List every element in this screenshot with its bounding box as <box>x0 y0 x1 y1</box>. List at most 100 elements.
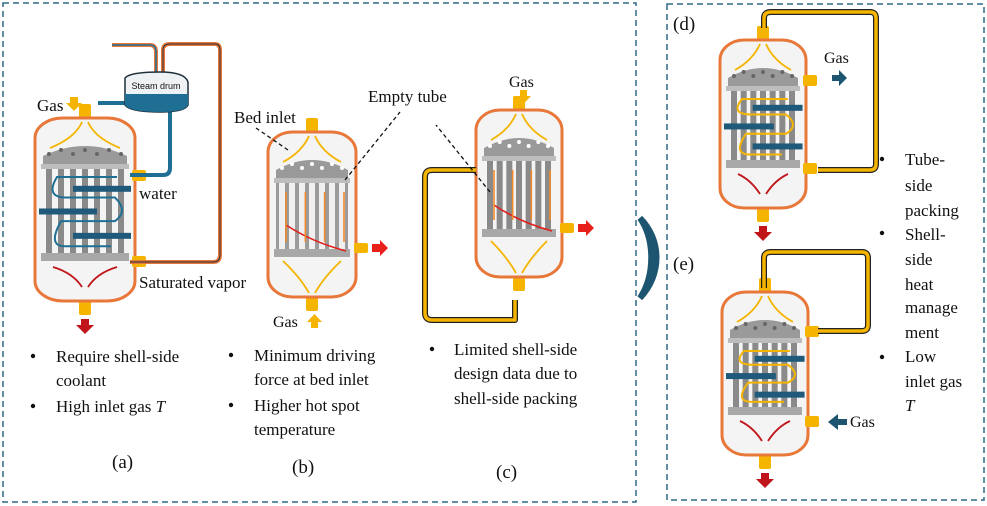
bullet-text: Minimum driving <box>254 346 376 365</box>
bullet-dot <box>879 230 885 236</box>
packing-dot <box>83 148 87 152</box>
caption-c: (c) <box>496 462 517 483</box>
bullets-b: Minimum driving force at bed inlet Highe… <box>228 346 376 439</box>
packing-dot <box>761 70 765 74</box>
bullet-text: force at bed inlet <box>254 370 369 389</box>
bottom-tubesheet <box>482 229 556 237</box>
top-tubesheet <box>274 178 350 183</box>
tube <box>299 183 305 249</box>
empty-tube-pointer-b <box>344 111 401 181</box>
packing-dot <box>95 152 99 156</box>
steam-drum: Steam drum <box>98 42 222 264</box>
saturated-vapor-label: Saturated vapor <box>139 273 246 292</box>
bullet-text: packing <box>905 201 959 220</box>
bullet-text: heat <box>905 275 934 294</box>
transition-arrow-body <box>637 215 660 301</box>
tube <box>289 183 295 249</box>
baffle <box>726 373 776 380</box>
packing-dot <box>536 140 541 144</box>
bullets-right: Tube-sidepackingShell-sideheatmanagement… <box>879 150 962 415</box>
gas-flow-arrow <box>736 295 763 323</box>
top-tubesheet <box>726 86 800 91</box>
bottom-tubesheet <box>726 160 800 168</box>
reactor-a <box>33 104 146 334</box>
gas-inlet-arrow-a <box>66 97 82 111</box>
caption-a: (a) <box>112 452 133 473</box>
empty-tube-pointer-c <box>435 124 491 193</box>
product-flow-arrow <box>52 266 83 288</box>
packing-dot <box>497 140 502 144</box>
product-flow-arrow <box>739 420 763 442</box>
tube <box>319 183 325 249</box>
reactor-c <box>474 96 594 291</box>
side-nozzle <box>803 163 817 174</box>
packing-dot <box>772 326 777 330</box>
bullet-text: side <box>905 176 932 195</box>
bullet-text: shell-side packing <box>454 389 578 408</box>
coolant-loop-d <box>762 10 878 172</box>
baffle <box>754 391 805 398</box>
packing-dot <box>770 74 775 78</box>
bullet-text: manage <box>905 298 958 317</box>
bottom-tubesheet <box>41 253 129 261</box>
left-panel-frame <box>2 2 637 503</box>
bullet-text: coolant <box>56 371 106 390</box>
italic-t: T <box>156 397 167 416</box>
bullet-text: design data due to <box>454 364 577 383</box>
gas-label-d: Gas <box>824 50 849 67</box>
tube <box>329 183 335 249</box>
packing-dot <box>751 74 756 78</box>
gas-flow-arrow <box>282 135 310 163</box>
bullet-text: Low <box>905 347 937 366</box>
top-nozzle <box>306 118 318 134</box>
bullet-text: Shell- <box>905 225 946 244</box>
product-outlet-arrow <box>756 473 774 488</box>
baffle <box>39 208 97 215</box>
top-tubesheet <box>41 164 129 169</box>
bullet-text: side <box>905 250 932 269</box>
gas-label-e: Gas <box>850 414 875 431</box>
side-outlet-arrow <box>578 220 594 236</box>
packing-dot <box>47 152 51 156</box>
empty-tube-label: Empty tube <box>368 87 447 106</box>
shell-side-flow <box>51 176 123 248</box>
packing-dot <box>753 326 758 330</box>
tube <box>516 161 522 229</box>
side-outlet-arrow <box>372 240 388 256</box>
shell-side-flow <box>738 350 796 403</box>
gas-inlet-arrow-c <box>516 90 531 104</box>
bullet-text: High inlet gas T <box>56 397 167 416</box>
gas-flow-arrow <box>49 121 83 149</box>
bullet-text: temperature <box>254 420 335 439</box>
bullets-c: Limited shell-side design data due to sh… <box>429 340 578 408</box>
baffle <box>73 185 131 192</box>
bullet-dot <box>879 156 885 162</box>
packing-dot <box>790 74 794 78</box>
packing-dot <box>763 322 767 326</box>
tube <box>781 343 788 407</box>
catalyst-packing-top <box>276 160 348 178</box>
bottom-tubesheet <box>274 249 350 257</box>
right-panel-frame <box>666 3 985 501</box>
tube <box>496 161 503 229</box>
gas-flow-arrow <box>765 43 792 71</box>
product-flow-arrow <box>87 266 118 288</box>
bottom-nozzle <box>757 206 769 222</box>
gas-flow-arrow <box>314 260 342 294</box>
bullet-text: T <box>905 396 916 415</box>
packing-dot <box>526 144 531 148</box>
packing-dot <box>546 144 550 148</box>
packing-dot <box>734 326 738 330</box>
product-outlet-arrow <box>76 319 94 334</box>
product-flow-arrow <box>767 420 791 442</box>
product-outlet-arrow <box>754 226 772 241</box>
water-label: water <box>139 184 177 203</box>
gas-flow-arrow <box>490 113 517 141</box>
product-flow-arrow <box>737 173 761 195</box>
bullet-text: inlet gas <box>905 372 962 391</box>
bottom-tubesheet <box>728 407 802 415</box>
packing-dot <box>59 148 63 152</box>
packing-dot <box>300 166 304 170</box>
caption-b: (b) <box>292 457 314 478</box>
side-nozzle <box>805 416 819 427</box>
